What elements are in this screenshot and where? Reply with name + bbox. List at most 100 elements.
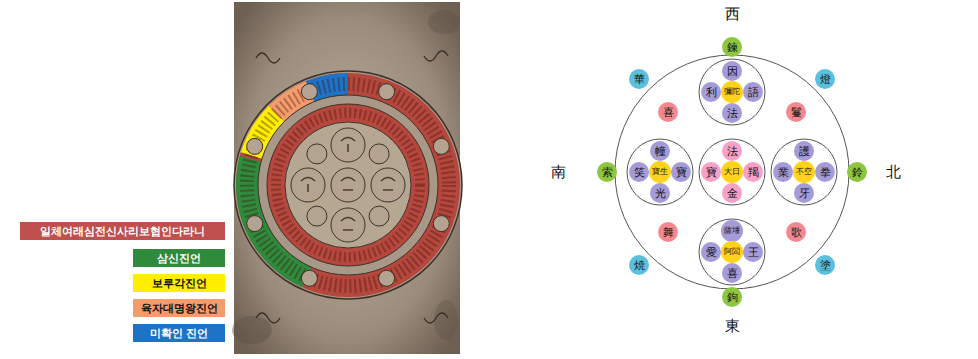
deity-circle: 不空 (793, 161, 815, 183)
deity-syllable: 法 (727, 146, 738, 157)
cluster-circle (699, 59, 765, 125)
deity-syllable: 業 (778, 167, 789, 178)
legend-label: 미확인 진언 (150, 328, 209, 339)
circle-fill (722, 263, 742, 283)
medallion (301, 270, 317, 286)
deity-syllable: 舞 (663, 227, 674, 238)
deity-syllable: 寶 (676, 167, 687, 178)
circle-fill (629, 69, 649, 89)
glyph (381, 178, 395, 191)
deity-syllable: 索 (602, 167, 613, 178)
mandala-frame (615, 55, 849, 289)
seed-circle (331, 208, 365, 242)
ring-line (267, 104, 429, 266)
deity-syllable: 鍊 (727, 42, 738, 53)
direction-label: 北 (886, 165, 901, 180)
circle-fill (794, 141, 814, 161)
ring-medallions (247, 84, 450, 287)
outer-disc (234, 71, 462, 299)
medallion (433, 216, 449, 232)
deity-syllable: 牙 (799, 188, 810, 199)
circle-fill (815, 162, 835, 182)
deity-circle: 法 (722, 103, 742, 123)
deity-circle: 喜 (658, 102, 678, 122)
deity-circle: 語 (743, 82, 763, 102)
deity-circle: 鬘 (786, 102, 806, 122)
deity-circle: 歌 (786, 222, 806, 242)
corner-mark (256, 53, 280, 63)
circle-fill (722, 103, 742, 123)
manuscript-photo (232, 2, 462, 354)
seed-circle (371, 168, 405, 202)
glyph (341, 218, 355, 231)
legend-label: 보루각진언 (152, 278, 207, 289)
deity-circle: 燈 (815, 69, 835, 89)
circle-fill (629, 255, 649, 275)
deity-syllable: 焼 (634, 260, 645, 271)
circle-fill (722, 61, 742, 81)
deity-syllable: 鈴 (852, 167, 863, 178)
deity-circle: 因 (722, 61, 742, 81)
legend-swatch: 일체여래심전신사리보협인다라니 (20, 222, 225, 240)
deity-syllable: 語 (748, 87, 759, 98)
seed-glyphs (301, 138, 395, 231)
circle-fill (847, 162, 867, 182)
circle-fill (658, 102, 678, 122)
legend-label: 삼신진언 (157, 253, 201, 264)
seed-circles (291, 128, 405, 242)
circle-fill (701, 242, 721, 262)
circle-fill (650, 183, 670, 203)
inner-field (285, 122, 411, 248)
deity-circle: 光 (650, 183, 670, 203)
circle-fill (722, 37, 742, 57)
deity-syllable: 幢 (655, 146, 666, 157)
deity-syllable: 喜 (663, 107, 674, 118)
direction-label: 南 (551, 165, 566, 180)
circle-fill (722, 183, 742, 203)
medallion (301, 84, 317, 100)
deity-syllable: 鬘 (791, 107, 802, 118)
stain (232, 316, 272, 344)
cluster-circle (699, 139, 765, 205)
deity-circle: 愛 (701, 242, 721, 262)
deity-circle: 護 (794, 141, 814, 161)
circle-fill (701, 162, 721, 182)
deity-circle: 鍊 (722, 37, 742, 57)
deity-syllable: 燈 (820, 74, 831, 85)
deity-circle: 笑 (629, 162, 649, 182)
legend-swatch: 미확인 진언 (133, 324, 225, 342)
circle-fill (793, 161, 815, 183)
circle-fill (629, 162, 649, 182)
circle-fill (722, 287, 742, 307)
legend-label: 육자대명왕진언 (141, 303, 218, 314)
deity-circle: 幢 (650, 141, 670, 161)
deity-syllable: 法 (727, 108, 738, 119)
parchment (234, 2, 460, 354)
deity-circle: 舞 (658, 222, 678, 242)
deity-syllable: 鉤 (727, 292, 738, 303)
deity-circle: 鈴 (847, 162, 867, 182)
deity-syllable: 阿閦 (724, 248, 740, 256)
deity-circle: 華 (629, 69, 649, 89)
medallion (379, 270, 395, 286)
deity-syllable: 金 (727, 188, 738, 199)
deity-circle: 喜 (722, 263, 742, 283)
script-texture (247, 84, 449, 286)
circle-fill (721, 241, 743, 263)
deity-circle: 薩埵 (721, 220, 743, 242)
deity-circle: 利 (701, 82, 721, 102)
deity-syllable: 不空 (796, 168, 812, 176)
deity-circle: 寶 (701, 162, 721, 182)
deity-circle: 寶 (671, 162, 691, 182)
deity-circle: 拳 (815, 162, 835, 182)
stain (428, 10, 460, 34)
deity-syllable: 薩埵 (724, 227, 740, 235)
cluster-circle (699, 219, 765, 285)
circle-fill (794, 183, 814, 203)
legend-swatch: 삼신진언 (133, 249, 225, 267)
circle-fill (815, 255, 835, 275)
seed-circle (331, 128, 365, 162)
circle-fill (786, 102, 806, 122)
circle-fill (722, 141, 742, 161)
